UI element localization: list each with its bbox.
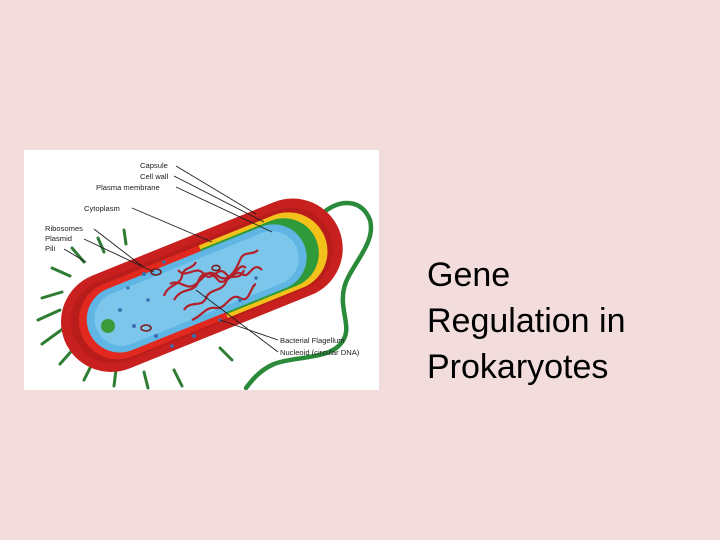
cell-body <box>60 198 343 372</box>
pilus <box>142 370 150 390</box>
pilus <box>122 228 128 246</box>
prokaryote-cell-diagram: Capsule Cell wall Plasma membrane Cytopl… <box>24 150 379 390</box>
label-nucleoid: Nucleoid (circular DNA) <box>280 348 360 357</box>
pilus <box>36 308 62 322</box>
pilus <box>172 368 184 388</box>
label-cell-wall: Cell wall <box>140 172 169 181</box>
label-ribosomes: Ribosomes <box>45 224 83 233</box>
pilus <box>218 346 234 362</box>
label-plasmid: Plasmid <box>45 234 72 243</box>
pilus <box>50 266 72 278</box>
pilus <box>96 236 106 254</box>
pili-group <box>36 228 234 390</box>
label-flagellum: Bacterial Flagellum <box>280 336 345 345</box>
ribosome <box>126 286 130 290</box>
ribosome <box>142 272 146 276</box>
granule-shape <box>101 319 115 333</box>
label-cytoplasm: Cytoplasm <box>84 204 120 213</box>
cytoplasm-highlight <box>94 231 299 346</box>
ribosome <box>132 324 136 328</box>
pilus <box>40 326 66 346</box>
ribosome <box>238 298 242 302</box>
plasmid <box>150 268 162 276</box>
plasmid <box>211 264 221 272</box>
ribosome <box>146 298 150 302</box>
ribosome <box>254 276 258 280</box>
slide-title: Gene Regulation in Prokaryotes <box>427 252 717 390</box>
label-pili: Pili <box>45 244 55 253</box>
plasmid <box>140 324 152 332</box>
title-line-3: Prokaryotes <box>427 348 609 386</box>
ribosome <box>170 344 174 348</box>
ribosome <box>118 308 122 312</box>
title-line-2: Regulation in <box>427 302 626 340</box>
ribosome <box>192 334 196 338</box>
leader-lines <box>63 165 279 353</box>
ribosome <box>154 334 158 338</box>
nucleoid-shape <box>162 249 263 322</box>
flagellum-shape <box>243 200 374 390</box>
ribosome <box>162 260 166 264</box>
label-capsule: Capsule <box>140 161 168 170</box>
cell-diagram-svg: Capsule Cell wall Plasma membrane Cytopl… <box>36 161 374 390</box>
label-plasma-membrane: Plasma membrane <box>96 183 160 192</box>
pilus <box>40 290 64 300</box>
title-line-1: Gene <box>427 256 511 294</box>
plasmid-group <box>140 264 221 332</box>
pilus <box>112 368 118 388</box>
